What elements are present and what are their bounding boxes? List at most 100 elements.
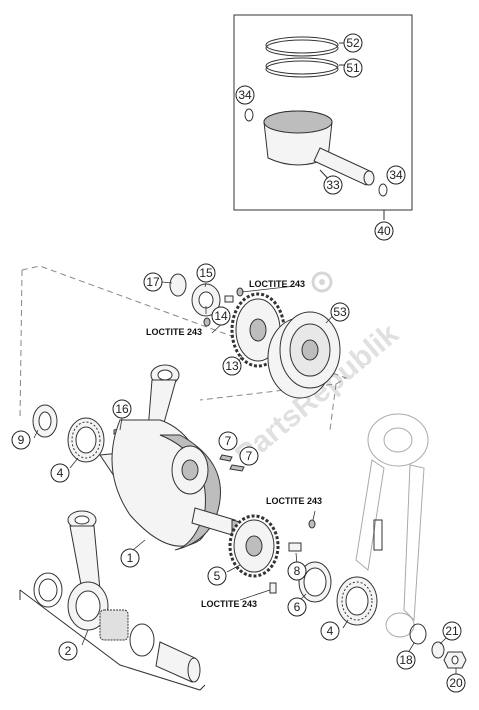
callout-8: 8 — [287, 561, 307, 581]
loctite-note-2: LOCTITE 243 — [146, 327, 202, 337]
callout-13: 13 — [222, 356, 242, 376]
callout-5: 5 — [207, 566, 227, 586]
callout-circle — [196, 263, 216, 283]
callout-label: 53 — [333, 305, 347, 319]
callout-label: 15 — [199, 266, 213, 280]
callout-label: 6 — [294, 600, 301, 614]
callout-circle — [396, 650, 416, 670]
callout-17: 17 — [143, 272, 163, 292]
piston-ring-51 — [265, 57, 339, 75]
callout-1: 1 — [120, 548, 140, 568]
piston-ring-52-edge — [265, 39, 339, 57]
callout-label: 52 — [346, 36, 360, 50]
callout-51: 51 — [343, 58, 363, 78]
crank-gear-5 — [228, 514, 280, 578]
loctite-note-3: LOCTITE 243 — [266, 496, 322, 506]
callout-16: 16 — [112, 399, 132, 419]
callout-circle — [120, 548, 140, 568]
callout-circle — [442, 621, 462, 641]
callout-label: 34 — [389, 168, 403, 182]
callout-4: 4 — [50, 463, 70, 483]
callout-circle — [320, 621, 340, 641]
callout-33: 33 — [323, 175, 343, 195]
conrod-kit-2 — [19, 510, 206, 691]
callout-34: 34 — [235, 85, 255, 105]
piston-pin — [313, 147, 375, 186]
callout-circle — [330, 302, 350, 322]
callout-label: 51 — [346, 61, 360, 75]
callout-circle — [343, 58, 363, 78]
piston-kit-group — [233, 14, 413, 220]
dowel-8 — [308, 519, 316, 529]
callout-2: 2 — [58, 641, 78, 661]
callout-label: 1 — [127, 551, 134, 565]
callout-circle — [287, 561, 307, 581]
callout-6: 6 — [287, 597, 307, 617]
callout-53: 53 — [330, 302, 350, 322]
callout-label: 13 — [225, 359, 239, 373]
callout-circle — [222, 356, 242, 376]
piston-ring-52 — [265, 36, 339, 54]
callout-20: 20 — [446, 673, 466, 693]
callout-21: 21 — [442, 621, 462, 641]
chain-link — [373, 519, 383, 551]
washer-21 — [431, 641, 445, 659]
dowel-14 — [203, 317, 211, 327]
key-7-left — [219, 454, 233, 462]
callout-circle — [343, 33, 363, 53]
callout-34: 34 — [386, 165, 406, 185]
timing-chain-ghost — [355, 413, 429, 638]
screw-loctite — [269, 582, 277, 594]
piston-ring-51-edge — [265, 60, 339, 78]
callout-label: 8 — [294, 564, 301, 578]
callout-label: 2 — [65, 644, 72, 658]
callout-circle — [58, 641, 78, 661]
callout-label: 5 — [214, 569, 221, 583]
screw-14 — [224, 295, 234, 303]
callout-circle — [143, 272, 163, 292]
callout-label: 4 — [57, 466, 64, 480]
crankshaft-assembly — [32, 364, 378, 626]
flywheel-53 — [267, 311, 341, 399]
callout-circle — [323, 175, 343, 195]
callout-circle — [207, 566, 227, 586]
circlip-34-left — [244, 108, 254, 122]
callout-label: 7 — [246, 449, 253, 463]
circlip-34-right — [378, 183, 388, 197]
crankshaft-1 — [99, 419, 241, 551]
callout-circle — [112, 399, 132, 419]
balancer-area — [169, 273, 341, 399]
callout-circle — [211, 306, 231, 326]
conrod-beam — [69, 525, 101, 591]
callout-label: 4 — [327, 624, 334, 638]
loctite-note-1: LOCTITE 243 — [249, 279, 305, 289]
callout-circle — [446, 673, 466, 693]
callout-circle — [11, 430, 31, 450]
thrust-washer-left — [33, 572, 63, 608]
needle-bearing — [99, 609, 129, 641]
callout-40: 40 — [374, 221, 394, 241]
bearing-17 — [169, 273, 187, 297]
callout-label: 34 — [238, 88, 252, 102]
callout-label: 16 — [115, 402, 129, 416]
callout-label: 7 — [225, 434, 232, 448]
screw-8 — [288, 542, 302, 552]
callout-4: 4 — [320, 621, 340, 641]
callout-circle — [235, 85, 255, 105]
thrust-washer-right — [129, 623, 155, 657]
callout-circle — [374, 221, 394, 241]
callout-14: 14 — [211, 306, 231, 326]
conrod-kit-bracket — [19, 589, 206, 691]
ring-18 — [409, 623, 427, 645]
crank-pin — [155, 641, 196, 683]
callout-label: 21 — [445, 624, 459, 638]
callout-circle — [386, 165, 406, 185]
callout-label: 14 — [214, 309, 228, 323]
connecting-rod-upper — [147, 364, 180, 431]
gear-logo-icon — [311, 271, 333, 293]
callout-7: 7 — [218, 431, 238, 451]
callout-7: 7 — [239, 446, 259, 466]
callout-label: 20 — [449, 676, 463, 690]
